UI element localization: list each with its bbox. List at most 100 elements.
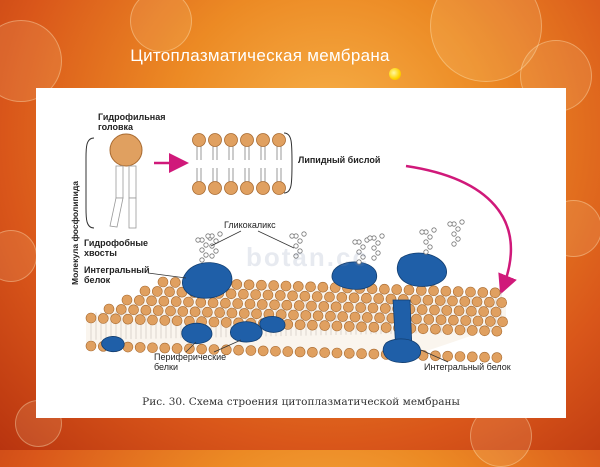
lipid-head <box>208 133 222 147</box>
glycocalyx-sugar <box>423 239 429 245</box>
lipid-head <box>410 294 421 306</box>
lipid-head <box>454 324 466 336</box>
lipid-head <box>452 286 464 297</box>
lipid-head <box>294 346 306 358</box>
lipid-head <box>465 286 476 298</box>
lipid-head <box>466 305 477 317</box>
lipid-head <box>152 305 164 316</box>
lipid-head <box>428 285 439 297</box>
lipid-head <box>411 313 422 325</box>
lipid-head <box>159 342 171 354</box>
lipid-head <box>423 314 435 325</box>
lipid-head <box>159 315 171 326</box>
lipid-head <box>239 308 250 319</box>
figure-caption: Рис. 30. Схема строения цитоплазматическ… <box>142 396 460 408</box>
small-lipid-bilayer <box>192 133 286 195</box>
lipid-head <box>442 324 454 335</box>
lipid-head <box>85 340 97 352</box>
lipid-head <box>134 295 145 306</box>
lipid-head <box>479 351 490 363</box>
lipid-head <box>496 297 508 308</box>
lipid-head <box>325 310 336 322</box>
lipid-head <box>208 181 222 195</box>
glycocalyx-sugar <box>455 236 461 242</box>
lipid-head <box>294 319 306 331</box>
lipid-head <box>147 314 158 326</box>
lipid-head <box>417 323 429 335</box>
lipid-head <box>238 288 249 300</box>
lipid-head <box>440 285 452 297</box>
lipid-head <box>269 299 280 311</box>
lipid-head <box>349 311 361 323</box>
lipid-head <box>368 321 380 333</box>
lipid-head <box>146 295 157 307</box>
glycocalyx-sugar <box>451 241 457 247</box>
lipid-head <box>257 345 269 357</box>
lipid-head <box>307 346 318 358</box>
lipid-head <box>196 343 207 355</box>
lipid-head <box>355 302 367 313</box>
lipid-head <box>207 297 219 309</box>
lipid-head <box>292 281 304 292</box>
lipid-head <box>85 312 97 324</box>
lipid-head <box>243 279 255 291</box>
glycocalyx-sugar <box>352 239 358 245</box>
lipid-head <box>361 312 373 323</box>
bokeh-circle <box>0 230 37 282</box>
glycocalyx-label: Гликокаликс <box>224 220 276 230</box>
hydrophilic-head-label-2: головка <box>98 122 134 132</box>
lipid-head <box>224 181 238 195</box>
lipid-head <box>165 305 176 317</box>
lipid-head <box>331 320 343 332</box>
lipid-head <box>379 283 390 295</box>
lipid-head <box>231 279 243 290</box>
glycocalyx-chains <box>195 219 465 265</box>
lipid-head <box>307 319 318 331</box>
lipid-head <box>471 296 483 308</box>
lipid-head <box>244 298 256 310</box>
lipid-head <box>319 347 331 358</box>
glycocalyx-sugar <box>293 253 299 259</box>
integral-protein-bottom <box>382 338 422 363</box>
lipid-head <box>192 181 206 195</box>
lipid-head <box>336 292 348 303</box>
lipid-head <box>256 279 267 291</box>
lipid-head <box>380 322 392 333</box>
lipid-head <box>152 286 163 297</box>
lipid-head <box>454 351 466 362</box>
membrane-3d <box>85 276 508 363</box>
membrane-diagram: Молекула фосфолипида Гидрофильная головк… <box>70 112 517 372</box>
phospholipid-molecule <box>85 133 143 229</box>
lipid-head <box>459 296 471 307</box>
lipid-head <box>374 312 385 324</box>
glycocalyx-sugar <box>209 253 215 259</box>
lipid-head <box>435 314 447 326</box>
lipid-head <box>140 304 152 316</box>
lipid-head <box>233 344 244 356</box>
lipid-head <box>343 348 355 359</box>
lipid-head <box>164 286 175 298</box>
lipid-head <box>192 133 206 147</box>
lipid-head <box>147 342 158 354</box>
glycocalyx-sugar <box>217 231 223 237</box>
lipid-head <box>453 305 465 317</box>
lipid-head <box>257 299 268 310</box>
lipid-bilayer-label: Липидный бислой <box>298 155 380 165</box>
glycocalyx-sugar <box>367 235 373 241</box>
lipid-head <box>139 285 151 297</box>
lipid-head <box>466 325 478 336</box>
integral-protein-left-label: Интегральный <box>84 265 149 275</box>
hydrophobic-tails-label-2: хвосты <box>84 248 117 258</box>
lipid-head <box>491 325 503 337</box>
lipid-head <box>103 303 115 315</box>
lipid-head <box>478 306 490 317</box>
peripheral-protein-2 <box>229 321 263 343</box>
glycocalyx-sugar <box>371 255 377 261</box>
lipid-head <box>391 284 403 295</box>
diagram-panel: Молекула фосфолипида Гидрофильная головк… <box>36 88 566 418</box>
lipid-head <box>177 306 189 317</box>
lipid-head <box>343 321 355 332</box>
lipid-head <box>319 320 331 331</box>
lipid-head <box>208 316 220 328</box>
lipid-head <box>367 302 379 314</box>
